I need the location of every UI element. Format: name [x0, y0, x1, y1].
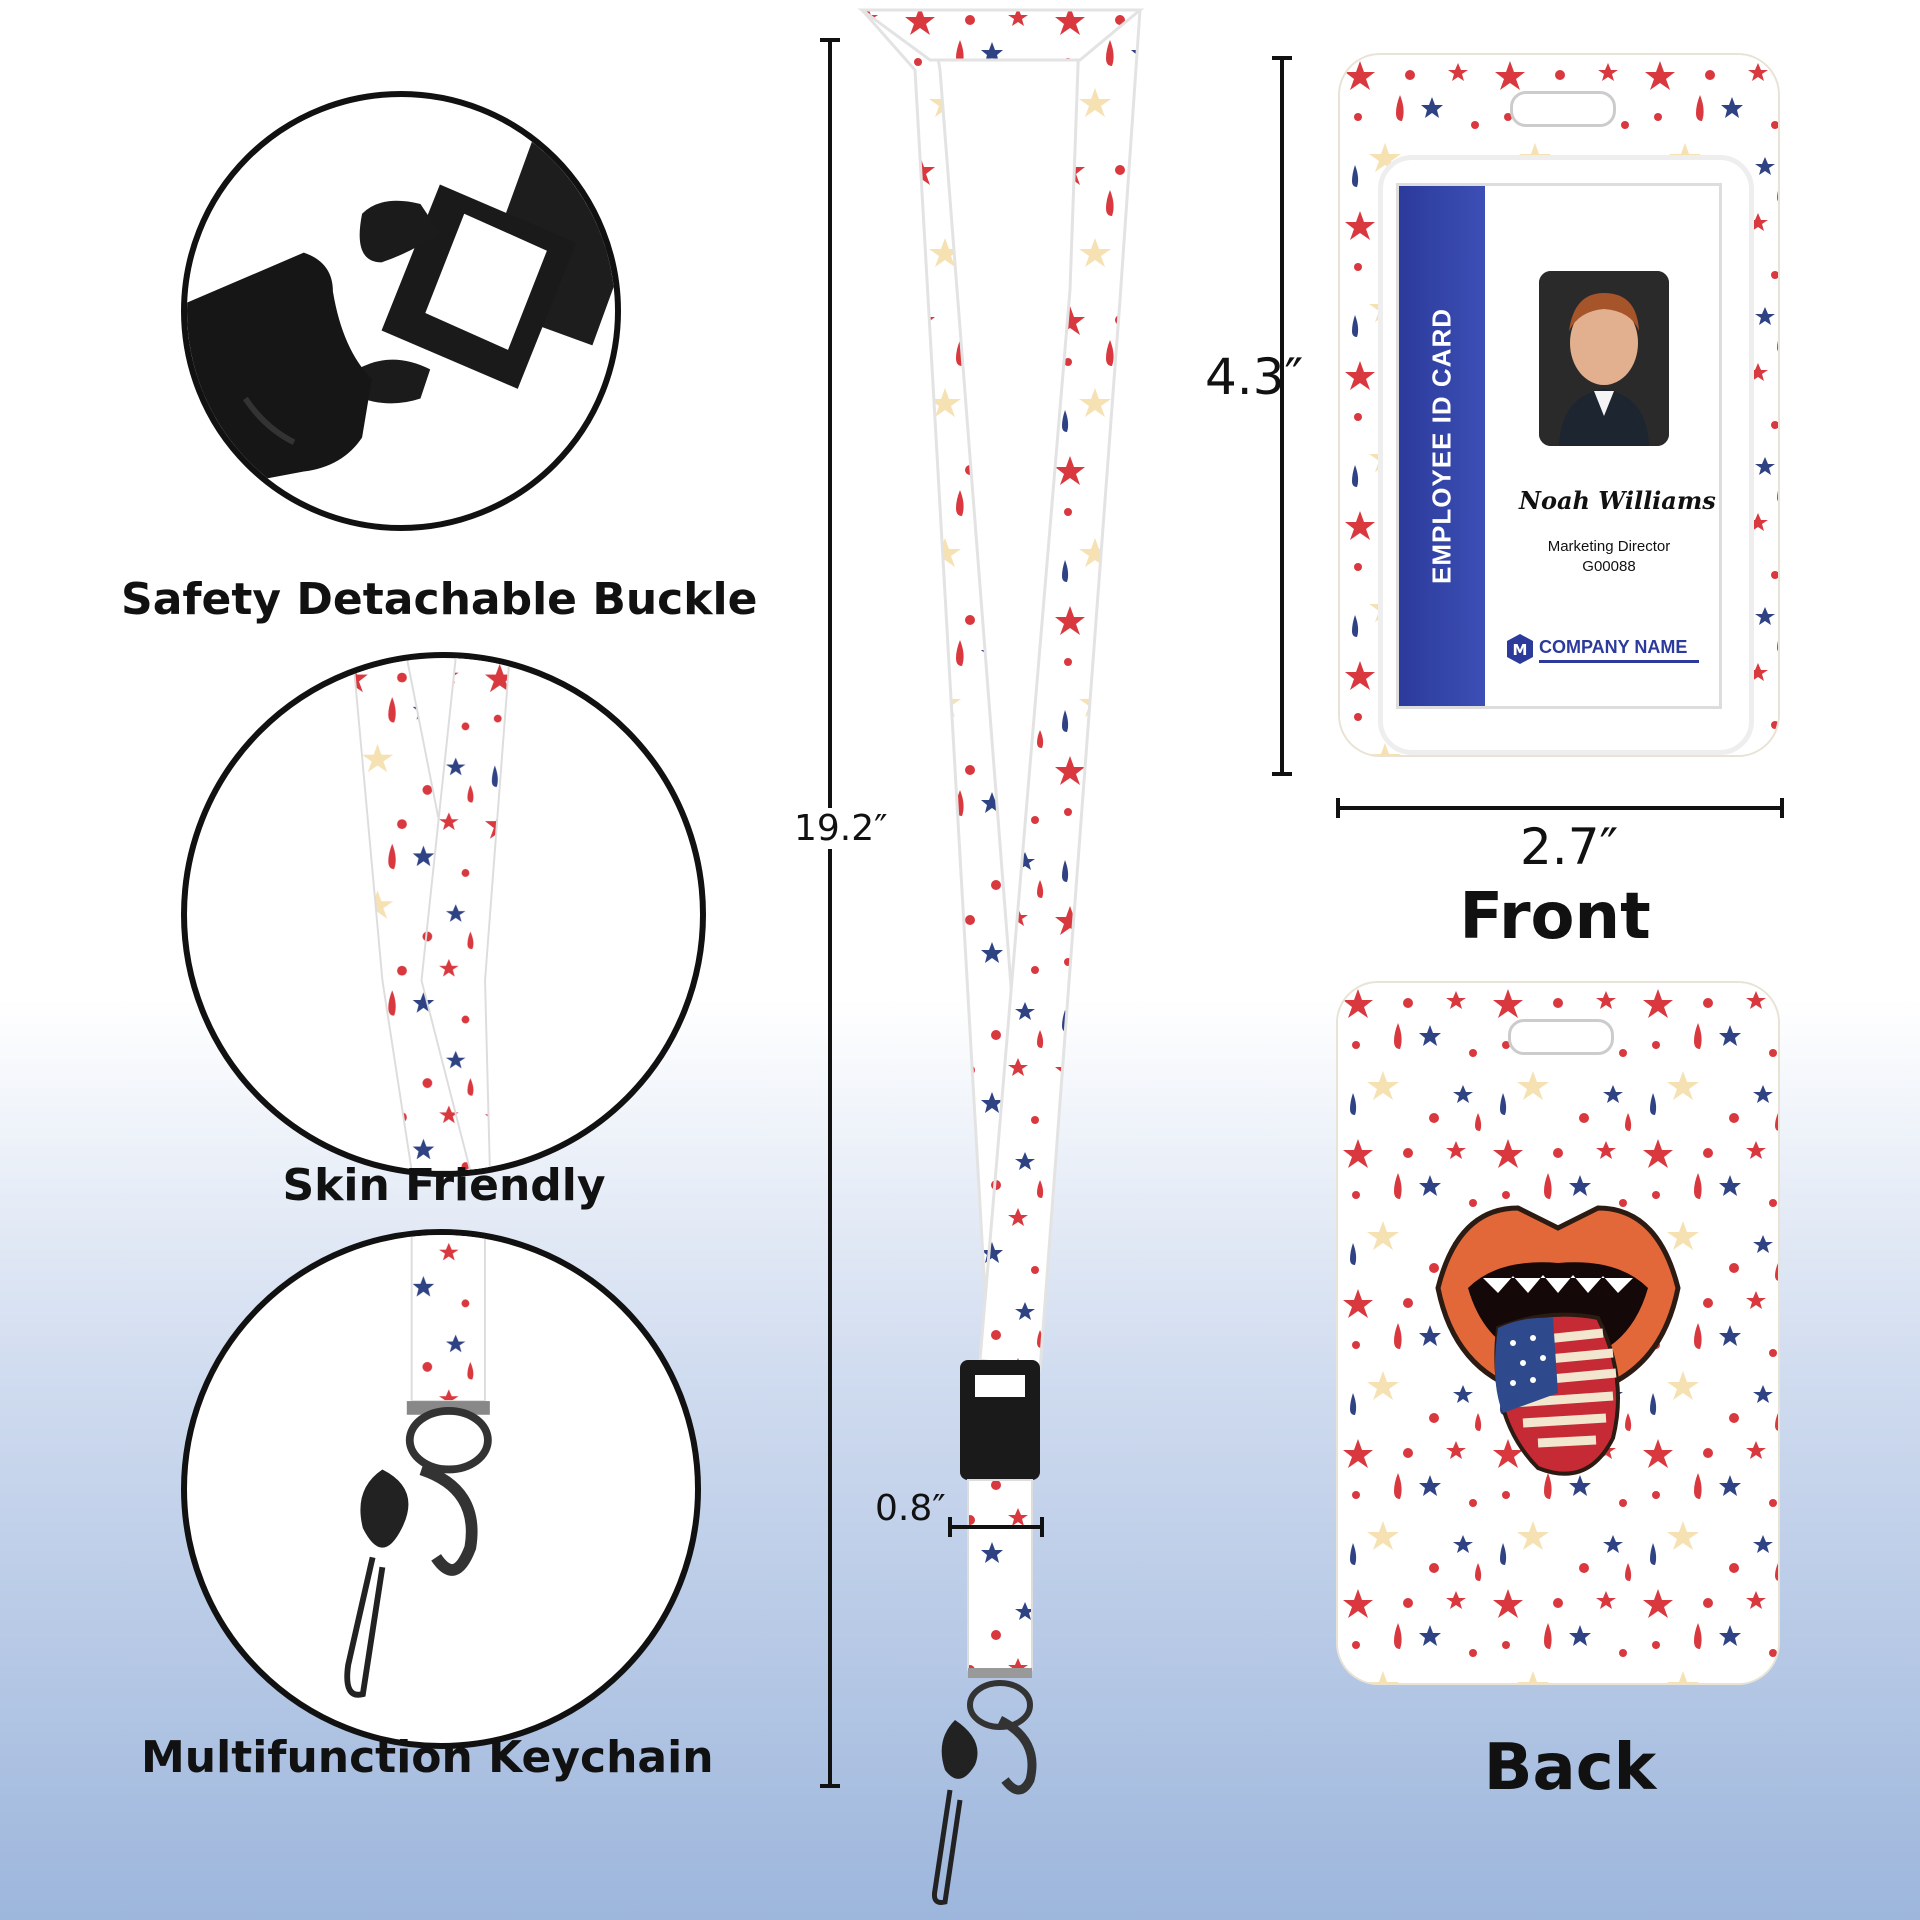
lanyard-top-loop	[857, 8, 1145, 62]
length-dimension-line	[820, 38, 840, 1788]
strap-width-dimension-line	[948, 1517, 1044, 1537]
feature-label-skin-friendly: Skin Friendly	[282, 1160, 606, 1211]
company-tagline-line	[1539, 660, 1699, 663]
keychain-icon	[344, 1235, 492, 1698]
card-width-label: 2.7″	[1520, 818, 1619, 876]
card-height-dimension-line	[1272, 56, 1292, 776]
feature-circle-skin-friendly	[181, 652, 706, 1177]
svg-text:M: M	[1513, 641, 1528, 659]
strap-width-label: 0.8″	[875, 1488, 946, 1529]
employee-name: Noah Williams	[1519, 486, 1716, 515]
back-label: Back	[1483, 1731, 1657, 1805]
lanyard-strap-icon	[352, 658, 511, 1171]
employee-id-number: G00088	[1582, 558, 1636, 575]
back-card-holder	[1338, 983, 1778, 1683]
feature-label-buckle: Safety Detachable Buckle	[121, 574, 758, 625]
keychain-icon	[932, 1789, 963, 1905]
id-card-strip: EMPLOYEE ID CARD	[1399, 186, 1485, 706]
employee-title: Marketing Director	[1547, 538, 1671, 555]
lanyard-right-strap	[978, 8, 1142, 1372]
employee-photo	[1539, 271, 1669, 446]
feature-circle-keychain	[181, 1229, 701, 1749]
feature-circle-buckle	[181, 91, 621, 531]
company-name: COMPANY NAME	[1539, 637, 1688, 657]
lips-with-flag-tongue-icon	[1435, 1205, 1681, 1476]
buckle-icon	[187, 97, 615, 487]
length-dimension-label: 19.2″	[790, 808, 892, 849]
front-label: Front	[1459, 880, 1651, 954]
card-height-label: 4.3″	[1205, 348, 1304, 406]
card-slot-hole	[1510, 91, 1616, 127]
feature-label-keychain: Multifunction Keychain	[141, 1732, 714, 1783]
front-card-holder: EMPLOYEE ID CARD Noah Williams Marketing…	[1340, 55, 1778, 755]
company-logo-icon: M	[1507, 634, 1533, 664]
employee-id-card: EMPLOYEE ID CARD Noah Williams Marketing…	[1396, 183, 1722, 709]
card-slot-hole	[1508, 1019, 1614, 1055]
card-width-dimension-line	[1336, 798, 1784, 818]
lanyard-illustration	[857, 8, 1145, 1905]
